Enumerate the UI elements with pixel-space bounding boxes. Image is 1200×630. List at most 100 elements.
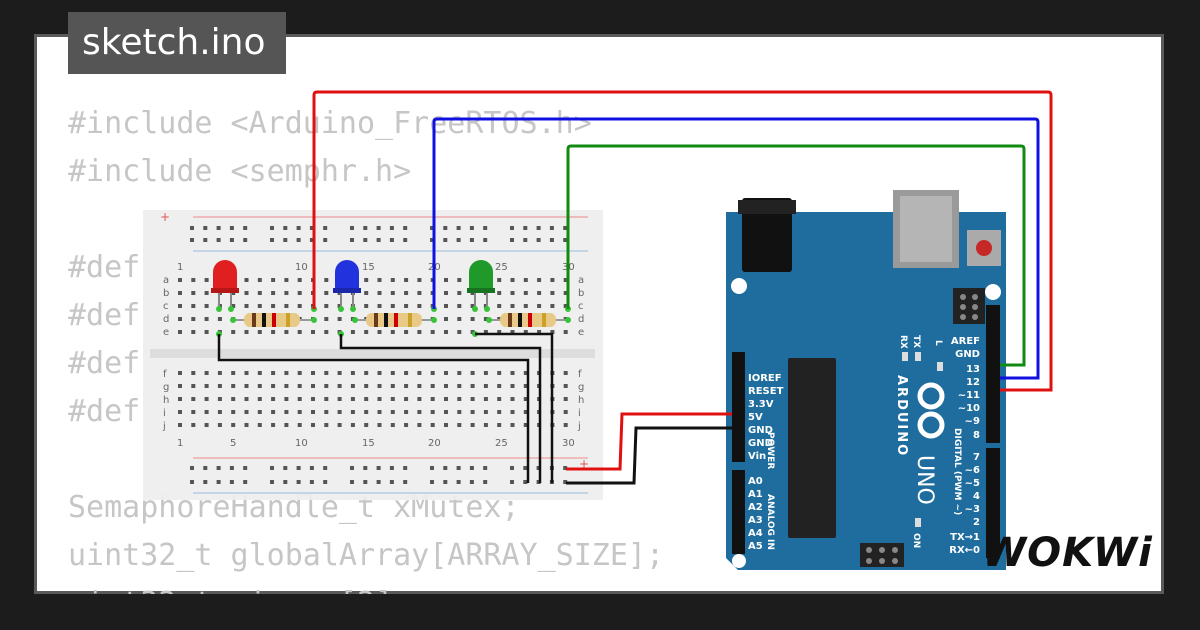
- breadboard-hole[interactable]: [457, 410, 462, 414]
- breadboard-hole[interactable]: [216, 238, 221, 242]
- breadboard-hole[interactable]: [311, 371, 315, 375]
- breadboard-hole[interactable]: [563, 384, 568, 388]
- breadboard-hole[interactable]: [244, 291, 249, 295]
- breadboard-hole[interactable]: [376, 480, 381, 484]
- breadboard-hole[interactable]: [497, 397, 502, 401]
- breadboard-hole[interactable]: [483, 238, 488, 242]
- breadboard-hole[interactable]: [297, 423, 302, 427]
- breadboard-hole[interactable]: [350, 384, 355, 388]
- breadboard-hole[interactable]: [457, 317, 462, 321]
- breadboard-hole[interactable]: [324, 330, 329, 334]
- breadboard-hole[interactable]: [178, 371, 182, 375]
- breadboard-hole[interactable]: [284, 304, 289, 308]
- breadboard-hole[interactable]: [523, 330, 528, 334]
- breadboard-hole[interactable]: [191, 397, 196, 401]
- breadboard-hole[interactable]: [377, 278, 382, 282]
- breadboard-hole[interactable]: [523, 304, 528, 308]
- breadboard-hole[interactable]: [324, 371, 329, 375]
- breadboard-hole[interactable]: [191, 317, 196, 321]
- breadboard-hole[interactable]: [217, 423, 222, 427]
- breadboard-hole[interactable]: [510, 330, 515, 334]
- breadboard-hole[interactable]: [470, 384, 475, 388]
- breadboard-hole[interactable]: [523, 238, 528, 242]
- breadboard-hole[interactable]: [469, 226, 474, 230]
- breadboard-hole[interactable]: [469, 238, 474, 242]
- breadboard-hole[interactable]: [217, 317, 222, 321]
- breadboard-hole[interactable]: [390, 291, 395, 295]
- breadboard-hole[interactable]: [364, 371, 369, 375]
- breadboard-hole[interactable]: [271, 397, 276, 401]
- breadboard-hole[interactable]: [191, 304, 196, 308]
- breadboard-hole[interactable]: [204, 410, 209, 414]
- breadboard-hole[interactable]: [284, 410, 289, 414]
- breadboard-hole[interactable]: [257, 330, 262, 334]
- breadboard-hole[interactable]: [350, 238, 354, 242]
- breadboard-hole[interactable]: [563, 330, 568, 334]
- breadboard-hole[interactable]: [456, 238, 461, 242]
- file-tab[interactable]: sketch.ino: [68, 12, 286, 74]
- breadboard-hole[interactable]: [404, 304, 409, 308]
- breadboard-hole[interactable]: [430, 384, 435, 388]
- breadboard-hole[interactable]: [390, 423, 395, 427]
- breadboard-hole[interactable]: [483, 226, 488, 230]
- breadboard-hole[interactable]: [510, 397, 515, 401]
- breadboard-hole[interactable]: [550, 278, 555, 282]
- breadboard-hole[interactable]: [377, 330, 382, 334]
- breadboard-hole[interactable]: [244, 410, 249, 414]
- breadboard-hole[interactable]: [483, 410, 488, 414]
- breadboard-hole[interactable]: [457, 304, 462, 308]
- breadboard-hole[interactable]: [417, 423, 422, 427]
- breadboard-hole[interactable]: [271, 423, 276, 427]
- breadboard-hole[interactable]: [430, 371, 435, 375]
- breadboard-hole[interactable]: [443, 238, 448, 242]
- breadboard-hole[interactable]: [457, 371, 462, 375]
- breadboard-hole[interactable]: [364, 291, 369, 295]
- breadboard-hole[interactable]: [244, 330, 249, 334]
- arduino-uno[interactable]: IOREF RESET 3.3V 5V GND GND Vin A0 A1 A2…: [726, 190, 1006, 570]
- breadboard-hole[interactable]: [364, 304, 369, 308]
- breadboard-hole[interactable]: [244, 371, 249, 375]
- breadboard-hole[interactable]: [217, 371, 222, 375]
- breadboard-hole[interactable]: [309, 226, 314, 230]
- breadboard-hole[interactable]: [257, 397, 262, 401]
- breadboard-hole[interactable]: [563, 410, 568, 414]
- breadboard-hole[interactable]: [444, 371, 448, 375]
- breadboard-hole[interactable]: [389, 238, 394, 242]
- breadboard-hole[interactable]: [390, 410, 395, 414]
- breadboard-hole[interactable]: [283, 466, 288, 470]
- breadboard-hole[interactable]: [217, 397, 222, 401]
- breadboard-hole[interactable]: [364, 384, 369, 388]
- breadboard-hole[interactable]: [456, 480, 461, 484]
- breadboard-hole[interactable]: [350, 397, 355, 401]
- breadboard-hole[interactable]: [403, 238, 408, 242]
- breadboard-hole[interactable]: [483, 466, 488, 470]
- breadboard-hole[interactable]: [510, 291, 515, 295]
- breadboard-hole[interactable]: [324, 410, 329, 414]
- breadboard-hole[interactable]: [444, 423, 448, 427]
- breadboard-hole[interactable]: [536, 238, 541, 242]
- breadboard-hole[interactable]: [178, 384, 182, 388]
- breadboard-hole[interactable]: [229, 466, 234, 470]
- breadboard-hole[interactable]: [483, 330, 488, 334]
- breadboard-hole[interactable]: [323, 480, 328, 484]
- breadboard-hole[interactable]: [350, 423, 355, 427]
- breadboard-hole[interactable]: [430, 466, 434, 470]
- breadboard-hole[interactable]: [377, 423, 382, 427]
- breadboard-hole[interactable]: [390, 330, 395, 334]
- breadboard-hole[interactable]: [217, 384, 222, 388]
- breadboard-hole[interactable]: [297, 384, 302, 388]
- breadboard-hole[interactable]: [324, 278, 329, 282]
- breadboard-hole[interactable]: [257, 291, 262, 295]
- breadboard-hole[interactable]: [444, 330, 448, 334]
- breadboard-hole[interactable]: [297, 291, 302, 295]
- breadboard-hole[interactable]: [309, 466, 314, 470]
- breadboard-hole[interactable]: [216, 226, 221, 230]
- breadboard-hole[interactable]: [178, 278, 182, 282]
- breadboard-hole[interactable]: [443, 226, 448, 230]
- breadboard-hole[interactable]: [563, 423, 568, 427]
- breadboard-hole[interactable]: [417, 304, 422, 308]
- breadboard-hole[interactable]: [284, 278, 289, 282]
- breadboard-hole[interactable]: [469, 466, 474, 470]
- breadboard-hole[interactable]: [377, 291, 382, 295]
- breadboard-hole[interactable]: [204, 384, 209, 388]
